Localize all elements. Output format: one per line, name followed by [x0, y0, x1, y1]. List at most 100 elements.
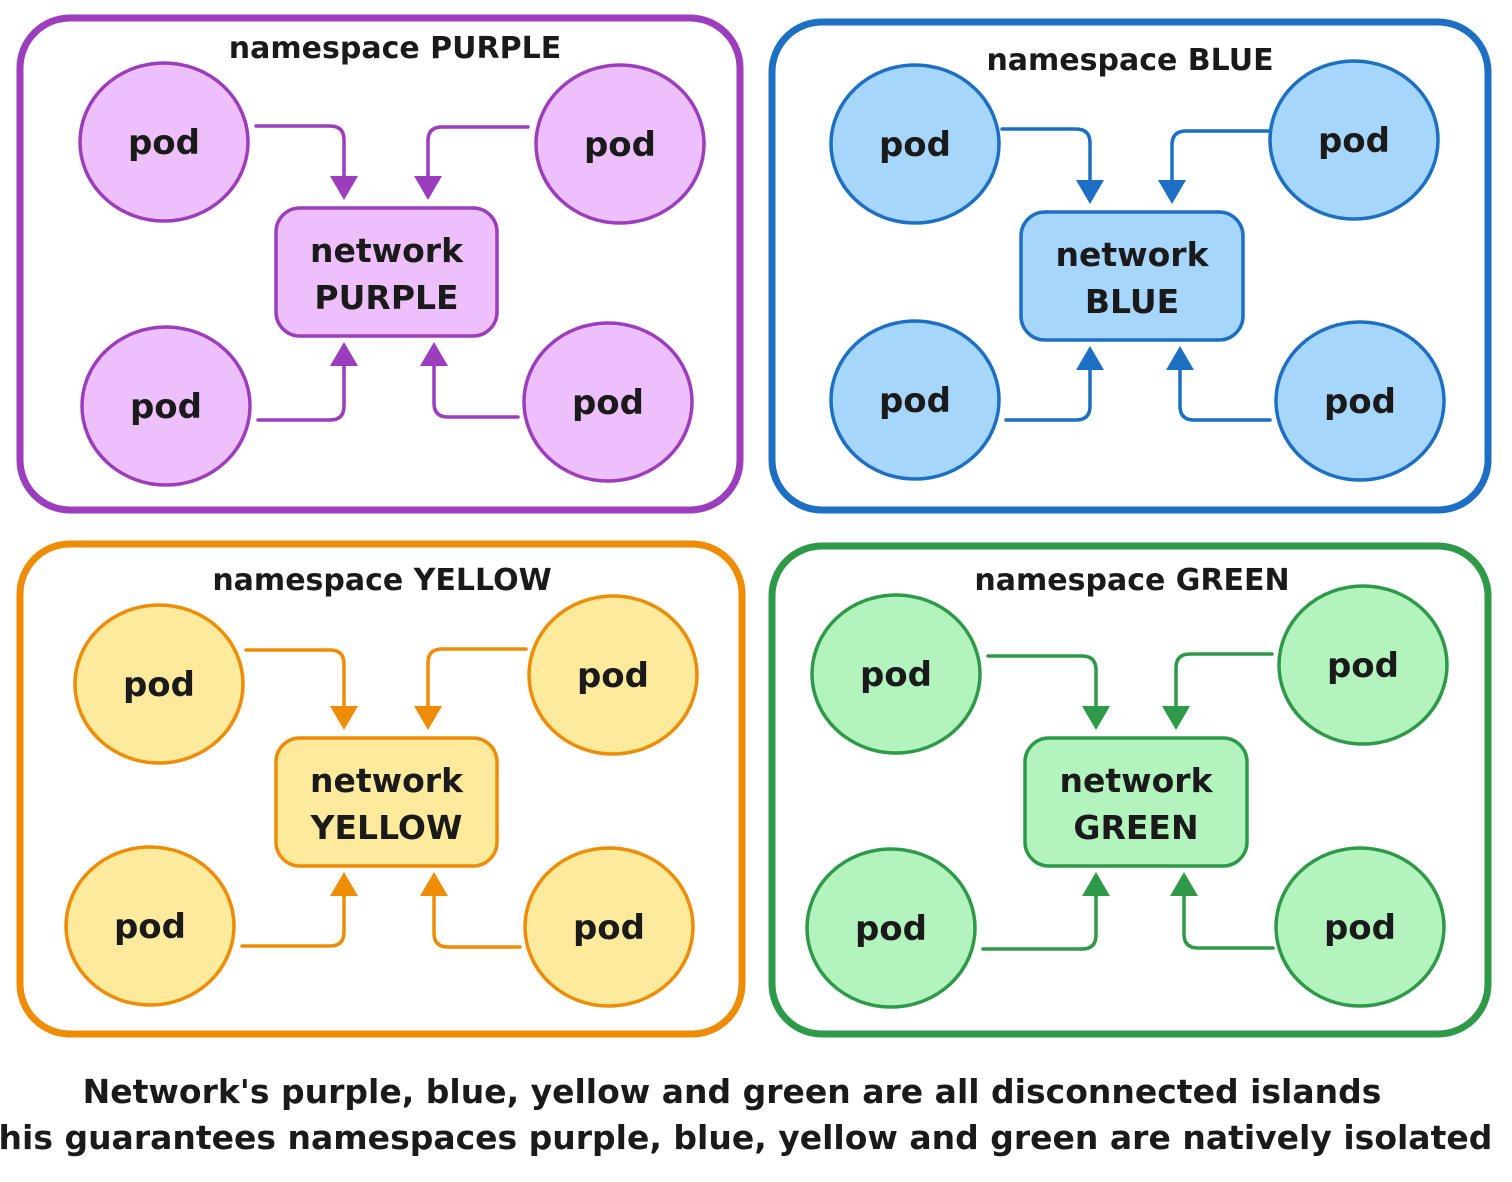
- arrowhead-yellow-3: [330, 872, 358, 896]
- namespace-purple: namespace PURPLE pod pod pod pod networkPURPL…: [16, 14, 744, 514]
- pod-label: pod: [860, 655, 932, 695]
- connector-green-3: [981, 878, 1098, 951]
- connector-green-1: [986, 654, 1098, 722]
- pod-blue-1: pod: [829, 63, 1001, 225]
- arrowhead-purple-4: [420, 342, 448, 366]
- pod-circle: [80, 325, 252, 487]
- pod-label: pod: [1318, 121, 1390, 161]
- namespace-title-blue: namespace BLUE: [986, 43, 1273, 78]
- network-label-line-1: network: [1059, 761, 1213, 800]
- network-label-line-2: BLUE: [1085, 282, 1179, 321]
- pod-circle: [534, 63, 706, 225]
- pod-label: pod: [584, 125, 656, 165]
- arrowhead-blue-1: [1076, 180, 1104, 204]
- pod-circle: [829, 319, 1001, 481]
- network-label-line-1: network: [1055, 235, 1209, 274]
- connector-blue-1: [1000, 127, 1092, 196]
- pod-circle: [1274, 846, 1446, 1008]
- network-box: [274, 206, 499, 338]
- network-label-line-2: PURPLE: [314, 278, 458, 317]
- network-box: [1019, 210, 1245, 342]
- pod-circle: [1277, 584, 1449, 746]
- pod-circle: [73, 603, 245, 765]
- pod-purple-2: pod: [534, 63, 706, 225]
- network-label-line-1: network: [310, 761, 464, 800]
- arrowhead-green-4: [1170, 872, 1198, 896]
- pod-label: pod: [572, 383, 644, 423]
- arrowhead-blue-4: [1166, 346, 1194, 370]
- pod-label: pod: [130, 387, 202, 427]
- pod-blue-3: pod: [829, 319, 1001, 481]
- arrowhead-green-3: [1082, 872, 1110, 896]
- pod-circle: [523, 846, 695, 1008]
- network-box: [274, 736, 499, 868]
- arrowhead-yellow-4: [420, 872, 448, 896]
- network-label-line-2: YELLOW: [310, 808, 463, 847]
- pod-green-2: pod: [1277, 584, 1449, 746]
- pod-circle: [1268, 59, 1440, 221]
- arrowhead-purple-1: [330, 176, 358, 200]
- arrowhead-purple-3: [330, 342, 358, 366]
- pod-yellow-4: pod: [523, 846, 695, 1008]
- pod-yellow-3: pod: [64, 845, 236, 1007]
- arrowhead-blue-2: [1158, 180, 1186, 204]
- pod-yellow-1: pod: [73, 603, 245, 765]
- network-box: [1023, 736, 1249, 868]
- arrowhead-yellow-2: [414, 706, 442, 730]
- connector-blue-4: [1178, 352, 1272, 422]
- namespace-title-purple: namespace PURPLE: [229, 31, 561, 66]
- connector-purple-2: [426, 125, 530, 192]
- connector-yellow-3: [240, 878, 346, 948]
- pod-green-1: pod: [810, 593, 982, 755]
- pod-circle: [78, 61, 250, 223]
- pod-label: pod: [1324, 908, 1396, 948]
- pod-circle: [805, 847, 977, 1009]
- caption-line-1: Network's purple, blue, yellow and green…: [82, 1072, 1382, 1111]
- pod-blue-2: pod: [1268, 59, 1440, 221]
- caption-line-2: This guarantees namespaces purple, blue,…: [0, 1118, 1493, 1157]
- arrowhead-blue-3: [1076, 346, 1104, 370]
- pod-label: pod: [1327, 646, 1399, 686]
- arrowhead-yellow-1: [330, 706, 358, 730]
- connector-purple-3: [256, 348, 346, 422]
- connector-yellow-1: [244, 648, 346, 722]
- pod-purple-3: pod: [80, 325, 252, 487]
- namespace-title-green: namespace GREEN: [974, 563, 1289, 598]
- connector-blue-3: [1004, 352, 1092, 422]
- pod-label: pod: [577, 656, 649, 696]
- pod-label: pod: [855, 909, 927, 949]
- pod-yellow-2: pod: [527, 594, 699, 756]
- pod-label: pod: [573, 908, 645, 948]
- pod-circle: [829, 63, 1001, 225]
- pod-label: pod: [114, 907, 186, 947]
- pod-blue-4: pod: [1274, 320, 1446, 482]
- pod-circle: [522, 321, 694, 483]
- pod-label: pod: [128, 123, 200, 163]
- pod-circle: [527, 594, 699, 756]
- connector-purple-1: [254, 124, 346, 192]
- pod-label: pod: [1324, 382, 1396, 422]
- pod-purple-1: pod: [78, 61, 250, 223]
- arrowhead-green-2: [1162, 706, 1190, 730]
- connector-purple-4: [432, 348, 520, 419]
- connector-green-2: [1174, 652, 1274, 722]
- network-label-line-1: network: [310, 231, 464, 270]
- connector-green-4: [1182, 878, 1275, 950]
- pod-circle: [1274, 320, 1446, 482]
- pod-green-3: pod: [805, 847, 977, 1009]
- connector-yellow-4: [432, 878, 522, 949]
- pod-circle: [64, 845, 236, 1007]
- arrowhead-green-1: [1082, 706, 1110, 730]
- pod-label: pod: [879, 125, 951, 165]
- pod-green-4: pod: [1274, 846, 1446, 1008]
- connector-blue-2: [1170, 129, 1274, 196]
- pod-label: pod: [123, 665, 195, 705]
- pod-purple-4: pod: [522, 321, 694, 483]
